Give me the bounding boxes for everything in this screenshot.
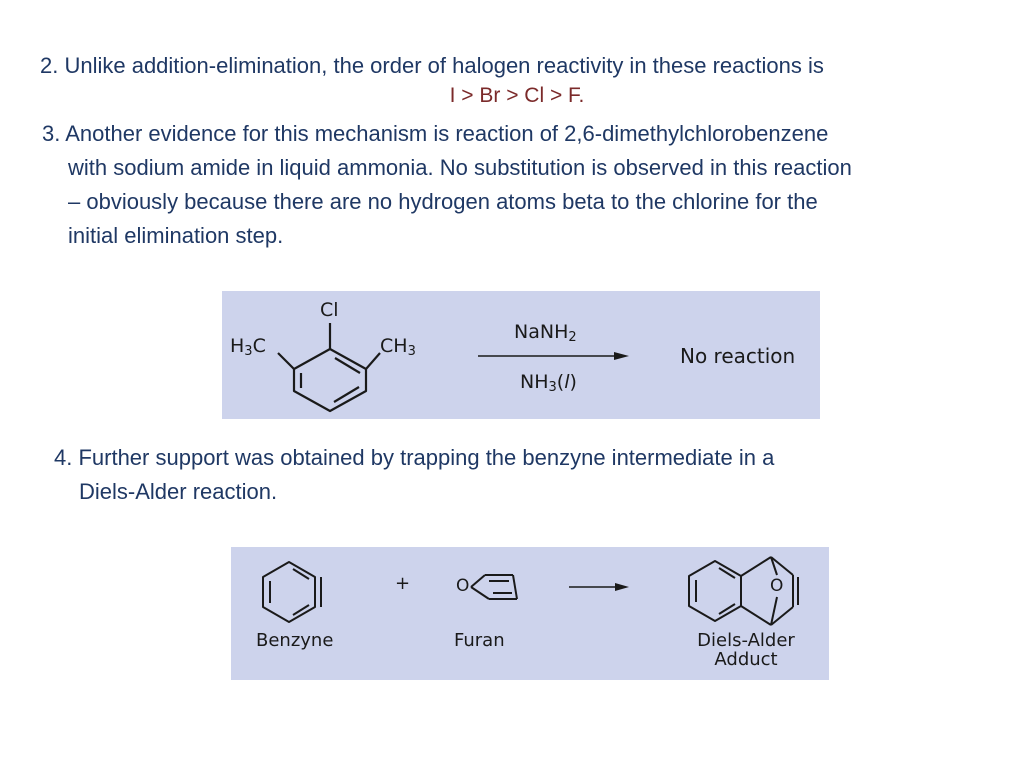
furan-label: Furan [454, 630, 505, 651]
right-methyl-ch: CH [380, 335, 408, 357]
reagent-top-subscript: 2 [568, 330, 577, 345]
point-2-text: 2. Unlike addition-elimination, the orde… [40, 49, 824, 83]
furan-oxygen-label: O [456, 576, 470, 596]
adduct-label: Diels-Alder Adduct [687, 631, 805, 669]
dimethylchlorobenzene-structure-icon [277, 323, 629, 413]
left-methyl-label: H3C [230, 335, 266, 359]
adduct-label-line-2: Adduct [714, 649, 778, 670]
phase-paren-open: ( [556, 371, 565, 393]
point-3-line-1: 3. Another evidence for this mechanism i… [42, 121, 829, 146]
diels-alder-scheme: + O O Benzyne Furan Diels-Alder Adduct [231, 547, 829, 680]
reagent-nanh: NaNH [514, 321, 569, 343]
reagent-top-label: NaNH2 [514, 321, 577, 345]
phase-paren-close: ) [569, 371, 577, 393]
reagent-bottom-label: NH3(l) [520, 371, 577, 395]
point-2-line: 2. Unlike addition-elimination, the orde… [40, 53, 824, 78]
point-4-line-1: 4. Further support was obtained by trapp… [54, 445, 775, 470]
point-3-line-4: initial elimination step. [68, 223, 284, 248]
point-3-text: 3. Another evidence for this mechanism i… [42, 117, 852, 253]
reagent-nh: NH [520, 371, 549, 393]
point-3-line-3: – obviously because there are no hydroge… [68, 189, 818, 214]
halogen-reactivity-order: I > Br > Cl > F. [449, 84, 585, 107]
left-methyl-subscript: 3 [244, 344, 253, 359]
left-methyl-c: C [252, 335, 266, 357]
adduct-oxygen-label: O [770, 576, 784, 596]
right-methyl-label: CH3 [380, 335, 416, 359]
point-3-line-2: with sodium amide in liquid ammonia. No … [68, 155, 852, 180]
chlorine-label: Cl [320, 299, 339, 321]
point-4-text: 4. Further support was obtained by trapp… [54, 441, 774, 509]
point-4-line-2: Diels-Alder reaction. [79, 479, 278, 504]
benzyne-label: Benzyne [256, 630, 334, 651]
adduct-label-line-1: Diels-Alder [697, 630, 795, 651]
reaction-scheme-no-reaction: Cl H3C CH3 NaNH2 NH3(l) No reaction [222, 291, 820, 419]
phase-liquid: l [564, 371, 570, 393]
diels-alder-structures-icon [262, 556, 799, 626]
right-methyl-subscript: 3 [407, 344, 416, 359]
benzyne-ring [262, 561, 316, 623]
no-reaction-label: No reaction [680, 344, 796, 368]
plus-sign: + [395, 573, 411, 594]
reagent-bottom-subscript: 3 [548, 380, 557, 395]
left-methyl-h: H [230, 335, 245, 357]
